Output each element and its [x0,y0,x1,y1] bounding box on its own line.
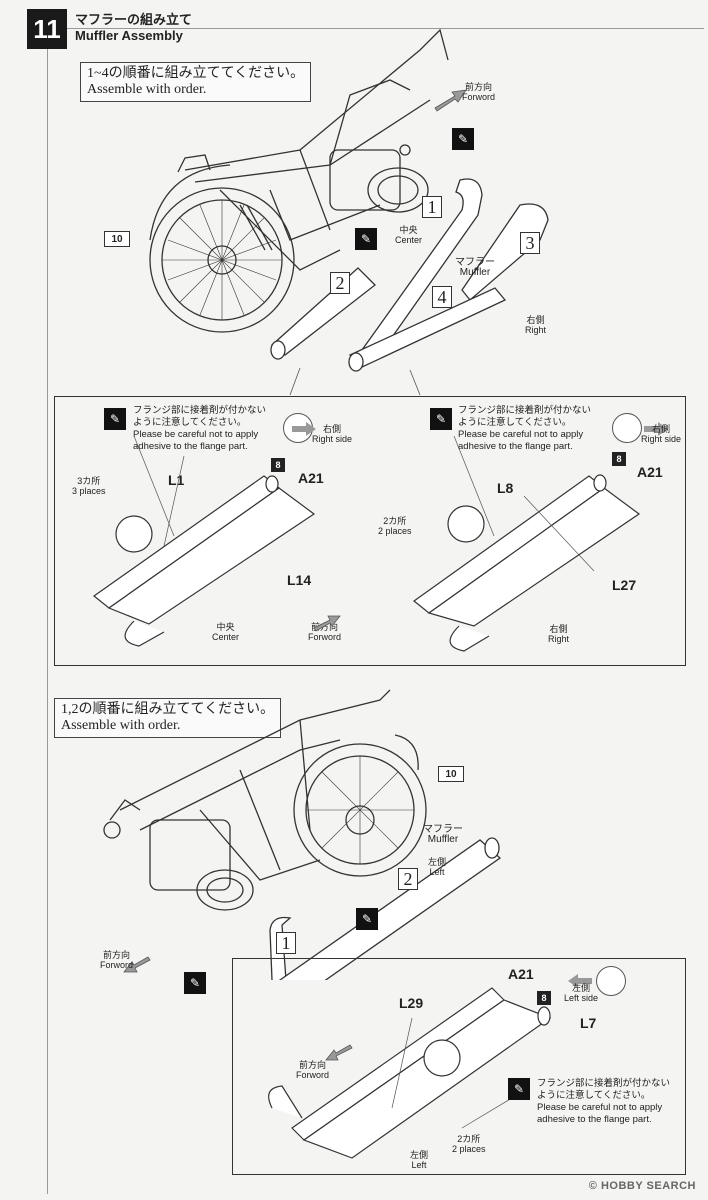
order-number-2: 2 [330,272,350,294]
part-8-badge: 8 [537,991,551,1005]
order-en: Assemble with order. [61,718,181,733]
part-l8-label: L8 [497,480,514,496]
ref-step-10: 10 [438,766,464,782]
motorcycle-illustration-2 [103,689,502,980]
order-jp: 1,2の順番に組み立ててください。 [61,702,275,717]
right-arrow-icon [644,422,668,436]
detail-box-bottom [232,958,686,1175]
caution-icon: ✎ [104,408,126,430]
step-title: マフラーの組み立て Muffler Assembly [75,12,192,44]
step-title-en: Muffler Assembly [75,28,183,43]
muffler-pipe-3 [461,203,549,301]
muffler-detail-drawings-bottom [268,974,592,1159]
part-l7-label: L7 [580,1015,597,1031]
part-a21-label: A21 [508,966,534,982]
muffler-half-l27 [427,487,641,627]
part-8-badge: 8 [271,458,285,472]
step-title-jp: マフラーの組み立て [75,12,193,27]
part-l14-label: L14 [287,572,312,588]
order-instruction-2: 1,2の順番に組み立ててください。 Assemble with order. [54,698,282,738]
side-indicator-icon [612,413,642,443]
cement-icon: ✎ [184,972,206,994]
left-arrow-icon [568,974,592,988]
muffler-center [270,267,376,356]
part-a21-label: A21 [637,464,663,480]
motorcycle-illustration-1 [149,28,549,396]
cement-icon: ✎ [355,228,377,250]
caution-text-left: フランジ部に接着剤が付かない ように注意してください。 Please be ca… [133,405,267,452]
order-number-4: 4 [432,286,452,308]
order-en: Assemble with order. [87,82,207,97]
ref-step-10: 10 [104,231,130,247]
order-number-3: 3 [520,232,540,254]
part-l29-label: L29 [399,995,424,1011]
watermark: © HOBBY SEARCH [588,1180,696,1192]
order-jp: 1~4の順番に組み立ててください。 [87,66,305,81]
part-l1-label: L1 [168,472,185,488]
order-instruction-1: 1~4の順番に組み立ててください。 Assemble with order. [80,62,312,102]
muffler-half-l14 [107,487,316,625]
right-arrow-icon [292,422,316,436]
caution-icon: ✎ [508,1078,530,1100]
part-8-badge: 8 [612,452,626,466]
part-l27-label: L27 [612,577,637,593]
detail-box-top [54,396,686,666]
rear-wheel [293,743,427,877]
page-frame [47,28,704,1194]
caution-icon: ✎ [430,408,452,430]
order-number-1: 1 [422,196,442,218]
forward-arrow [313,615,341,632]
cement-icon: ✎ [356,908,378,930]
cement-icon: ✎ [452,128,474,150]
step-number: 11 [27,9,67,49]
forward-arrow [325,1044,353,1061]
order-number-1: 1 [276,932,296,954]
muffler-right-lower [348,287,507,369]
rear-wheel [149,187,295,333]
caution-text-bottom: フランジ部に接着剤が付かない ように注意してください。 Please be ca… [537,1078,671,1125]
side-indicator-icon [596,966,626,996]
caution-text-right: フランジ部に接着剤が付かない ように注意してください。 Please be ca… [458,405,592,452]
order-number-2: 2 [398,868,418,890]
forward-arrow [123,956,151,973]
forward-arrow [434,89,467,112]
part-a21-label: A21 [298,470,324,486]
muffler-detail-drawings-top [93,422,668,652]
